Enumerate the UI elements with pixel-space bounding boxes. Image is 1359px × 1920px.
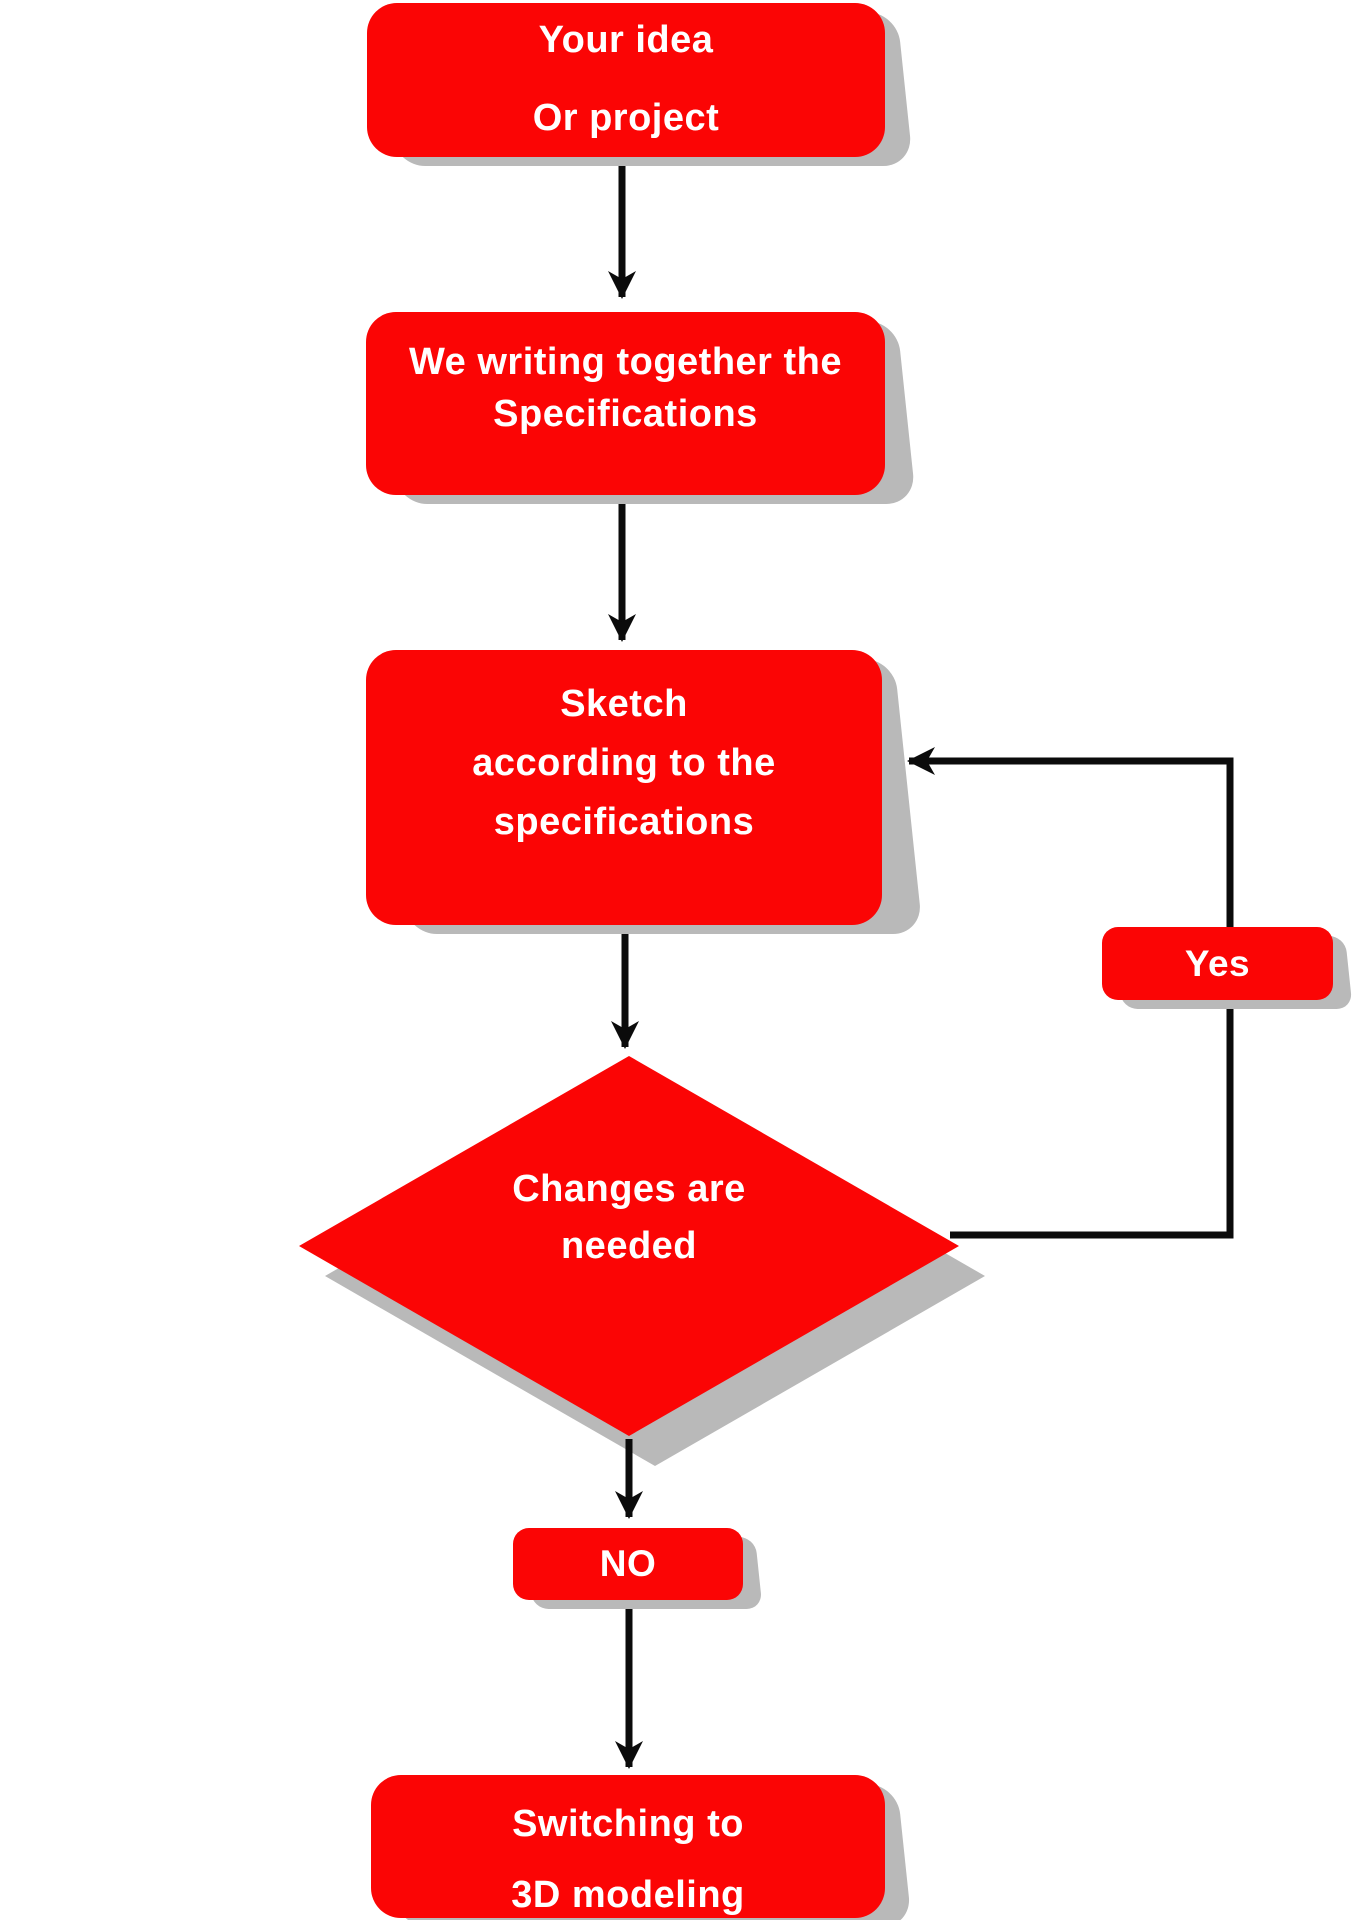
yes-label: Yes bbox=[1184, 942, 1251, 984]
no-label: NO bbox=[599, 1543, 657, 1584]
node-specifications-line2: Specifications bbox=[493, 392, 758, 435]
node-sketch-line3: specifications bbox=[493, 800, 755, 843]
node-no-label: NO bbox=[513, 1528, 763, 1609]
node-specifications-line1: We writing together the bbox=[408, 341, 843, 384]
node-3d-modeling-line1: Switching to bbox=[512, 1803, 744, 1846]
decision-line2: needed bbox=[560, 1225, 698, 1267]
node-specifications: We writing together the Specifications bbox=[366, 312, 917, 504]
node-your-idea-line1: Your idea bbox=[538, 19, 714, 62]
node-3d-modeling: Switching to 3D modeling bbox=[371, 1775, 913, 1920]
node-yes-label: Yes bbox=[1102, 927, 1353, 1009]
node-sketch-line1: Sketch bbox=[560, 683, 688, 726]
decision-diamond-label: Changes are needed bbox=[419, 1161, 839, 1275]
node-specifications-face: We writing together the Specifications bbox=[366, 312, 885, 495]
node-no-face: NO bbox=[513, 1528, 743, 1600]
decision-line1: Changes are bbox=[512, 1168, 746, 1210]
node-your-idea-face: Your idea Or project bbox=[367, 3, 885, 157]
node-3d-modeling-face: Switching to 3D modeling bbox=[371, 1775, 885, 1918]
node-3d-modeling-line2: 3D modeling bbox=[511, 1873, 745, 1916]
node-yes-face: Yes bbox=[1102, 927, 1333, 1000]
decision-diamond bbox=[299, 1056, 959, 1436]
node-sketch-face: Sketch according to the specifications bbox=[366, 650, 882, 925]
node-sketch-line2: according to the bbox=[472, 742, 776, 785]
node-sketch: Sketch according to the specifications bbox=[366, 650, 923, 934]
node-your-idea: Your idea Or project bbox=[367, 3, 914, 166]
node-your-idea-line2: Or project bbox=[532, 97, 720, 139]
